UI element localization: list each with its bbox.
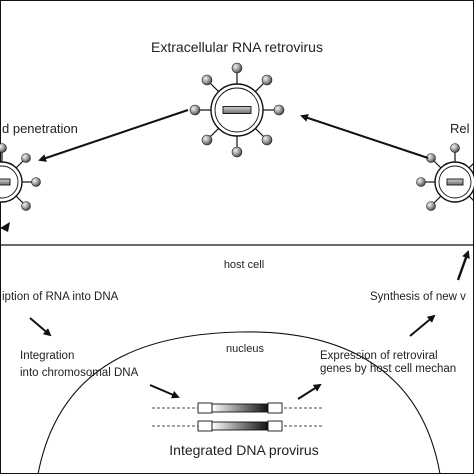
integrated-provirus-dna [152, 402, 322, 432]
arrow-to-provirus [149, 384, 180, 399]
chromosomal-dna-strand [152, 407, 322, 427]
extracellular-virus-particle [189, 62, 285, 158]
label-integrated-dna-provirus: Integrated DNA provirus [169, 442, 318, 458]
released-virus-particle [416, 143, 474, 211]
provirus-strand-upper [197, 402, 283, 414]
label-expression-line2: genes by host cell mechan [320, 363, 456, 375]
arrow-to-release [456, 250, 470, 281]
entry-arrow-stub [0, 222, 10, 232]
label-reverse-transcription: iption of RNA into DNA [2, 291, 119, 303]
arrow-to-integration [29, 317, 52, 337]
label-expression-line1: Expression of retroviral [320, 350, 438, 362]
arrow-virus-to-entry [38, 109, 189, 162]
arrow-release-to-virus [300, 114, 429, 159]
label-integration-line2: into chromosomal DNA [20, 367, 139, 379]
label-synthesis: Synthesis of new v [370, 291, 466, 303]
label-release: Rel [450, 121, 470, 136]
label-entry: d penetration [2, 121, 78, 136]
viral-capsid [214, 87, 260, 133]
nucleus-boundary [37, 331, 441, 474]
arrow-to-expression [297, 383, 322, 400]
title-extracellular-rna-retrovirus: Extracellular RNA retrovirus [151, 39, 323, 55]
rna-genome-bar [222, 106, 252, 114]
provirus-strand-lower [197, 420, 283, 432]
entering-virus-particle [0, 143, 41, 211]
envelope-glycoprotein-knob [189, 62, 285, 158]
label-nucleus: nucleus [226, 343, 264, 355]
label-host-cell: host cell [224, 259, 264, 271]
arrow-to-synthesis [409, 314, 436, 337]
label-integration-line1: Integration [20, 350, 74, 362]
